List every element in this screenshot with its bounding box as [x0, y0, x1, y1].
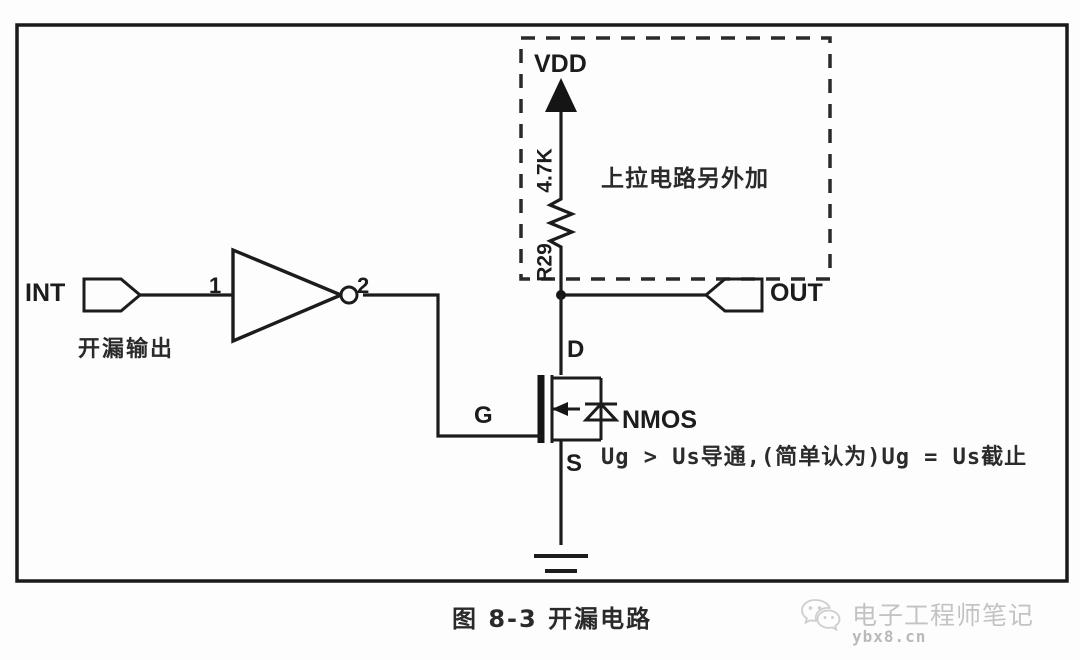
mosfet-body-arrow-icon — [552, 402, 568, 416]
int-port-flag — [82, 277, 143, 313]
wechat-icon — [801, 599, 841, 631]
pullup-dashed-box — [519, 36, 832, 281]
out-port-flag — [703, 277, 764, 313]
condition-formula-label: Ug > Us导通,(简单认为)Ug = Us截止 — [601, 445, 1028, 470]
watermark-url: ybx8.cn — [852, 627, 927, 646]
mosfet-drain-label: D — [567, 336, 585, 363]
gate-wire — [363, 293, 541, 438]
vdd-arrowhead-icon — [545, 78, 577, 112]
out-port-label: OUT — [770, 279, 823, 307]
inverter-pin-out-label: 2 — [357, 273, 370, 298]
inverter-triangle — [231, 247, 346, 344]
figure-caption: 图 8-3 开漏电路 — [452, 605, 653, 633]
vdd-label: VDD — [534, 50, 587, 78]
watermark: 电子工程师笔记 ybx8.cn — [800, 596, 1070, 654]
resistor-value-label: 4.7K — [533, 148, 557, 193]
mosfet-gate-label: G — [474, 402, 493, 429]
resistor-ref-label: R29 — [533, 243, 557, 282]
mosfet-type-label: NMOS — [622, 406, 697, 434]
resistor-r29-symbol — [545, 196, 577, 292]
figure-border — [15, 23, 1069, 583]
inverter-bubble-icon — [339, 285, 359, 305]
watermark-title: 电子工程师笔记 — [852, 601, 1035, 630]
int-port-label: INT — [25, 279, 66, 307]
body-diode-triangle-icon — [582, 401, 620, 422]
pullup-note-label: 上拉电路另外加 — [601, 166, 769, 192]
open-drain-note-label: 开漏输出 — [78, 337, 175, 362]
mosfet-source-label: S — [566, 450, 583, 477]
inverter-pin-in-label: 1 — [209, 273, 222, 298]
